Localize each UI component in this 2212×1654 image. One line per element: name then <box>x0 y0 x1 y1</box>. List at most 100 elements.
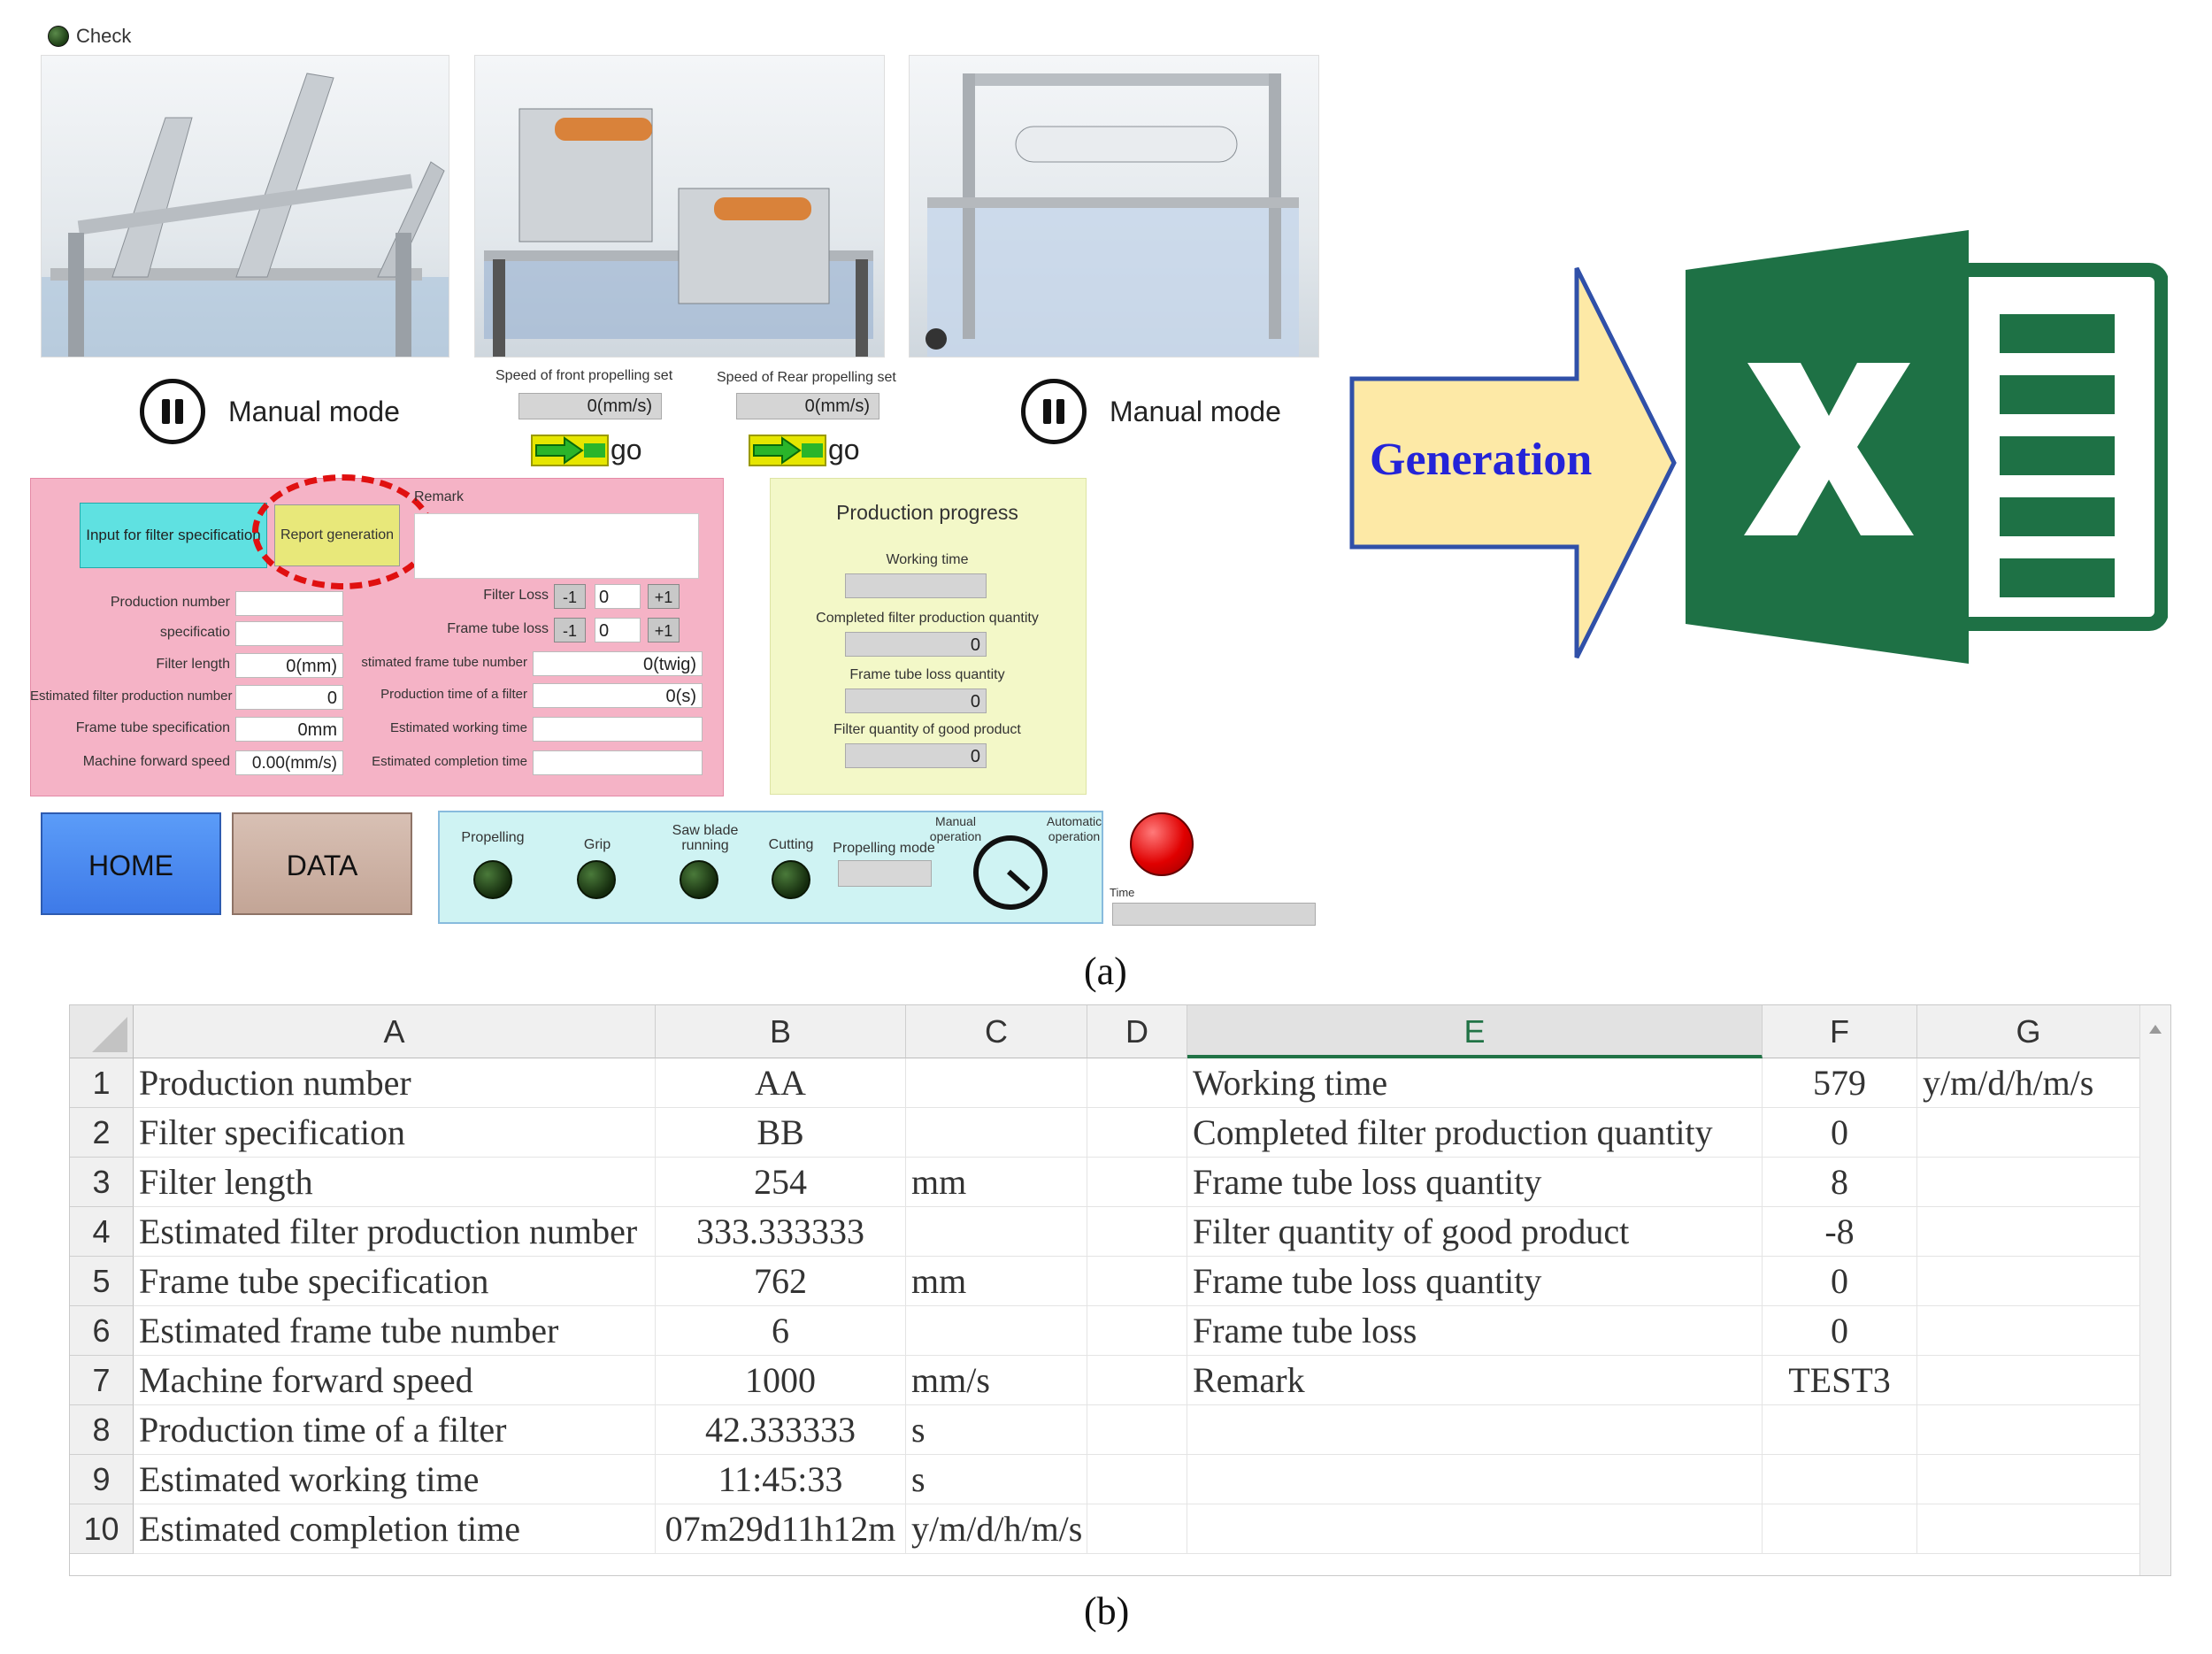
cell-c5[interactable]: mm <box>906 1257 1087 1306</box>
row-number[interactable]: 5 <box>70 1257 134 1306</box>
cell-e2[interactable]: Completed filter production quantity <box>1187 1108 1763 1158</box>
cell-g5[interactable] <box>1917 1257 2140 1306</box>
cell-g6[interactable] <box>1917 1306 2140 1356</box>
emergency-stop-icon[interactable] <box>1130 812 1194 876</box>
row-number[interactable]: 9 <box>70 1455 134 1504</box>
production-time-field[interactable]: 0(s) <box>533 683 703 708</box>
cell-f5[interactable]: 0 <box>1763 1257 1917 1306</box>
est-frame-tube-number-field[interactable]: 0(twig) <box>533 651 703 676</box>
remark-input[interactable] <box>414 513 699 579</box>
cell-f3[interactable]: 8 <box>1763 1158 1917 1207</box>
frame-tube-spec-field[interactable]: 0mm <box>235 717 343 742</box>
cell-f6[interactable]: 0 <box>1763 1306 1917 1356</box>
column-header-d[interactable]: D <box>1087 1005 1187 1058</box>
column-header-c[interactable]: C <box>906 1005 1087 1058</box>
cell-d7[interactable] <box>1087 1356 1187 1405</box>
cell-f8[interactable] <box>1763 1405 1917 1455</box>
cell-d10[interactable] <box>1087 1504 1187 1554</box>
cell-e4[interactable]: Filter quantity of good product <box>1187 1207 1763 1257</box>
cell-d2[interactable] <box>1087 1108 1187 1158</box>
cell-e6[interactable]: Frame tube loss <box>1187 1306 1763 1356</box>
row-number[interactable]: 3 <box>70 1158 134 1207</box>
pause-icon[interactable] <box>1021 379 1087 444</box>
cell-a1[interactable]: Production number <box>134 1058 656 1108</box>
cell-b9[interactable]: 11:45:33 <box>656 1455 906 1504</box>
cell-d1[interactable] <box>1087 1058 1187 1108</box>
row-number[interactable]: 1 <box>70 1058 134 1108</box>
cell-d6[interactable] <box>1087 1306 1187 1356</box>
cell-f7[interactable]: TEST3 <box>1763 1356 1917 1405</box>
cell-b7[interactable]: 1000 <box>656 1356 906 1405</box>
column-header-e[interactable]: E <box>1187 1005 1763 1058</box>
cell-b1[interactable]: AA <box>656 1058 906 1108</box>
machine-speed-field[interactable]: 0.00(mm/s) <box>235 750 343 775</box>
filter-loss-plus-button[interactable]: +1 <box>648 584 680 609</box>
mode-selector-dial-icon[interactable] <box>973 835 1048 910</box>
cell-f1[interactable]: 579 <box>1763 1058 1917 1108</box>
cell-a8[interactable]: Production time of a filter <box>134 1405 656 1455</box>
cell-c8[interactable]: s <box>906 1405 1087 1455</box>
production-number-field[interactable] <box>235 591 343 616</box>
row-number[interactable]: 7 <box>70 1356 134 1405</box>
cell-e1[interactable]: Working time <box>1187 1058 1763 1108</box>
cell-a3[interactable]: Filter length <box>134 1158 656 1207</box>
cell-d9[interactable] <box>1087 1455 1187 1504</box>
cell-c2[interactable] <box>906 1108 1087 1158</box>
specification-field[interactable] <box>235 621 343 646</box>
input-spec-button[interactable]: Input for filter specification <box>80 503 267 568</box>
cell-f9[interactable] <box>1763 1455 1917 1504</box>
select-all-corner[interactable] <box>70 1005 134 1058</box>
column-header-a[interactable]: A <box>134 1005 656 1058</box>
cell-f2[interactable]: 0 <box>1763 1108 1917 1158</box>
cell-g1[interactable]: y/m/d/h/m/s <box>1917 1058 2140 1108</box>
cell-g4[interactable] <box>1917 1207 2140 1257</box>
cell-a2[interactable]: Filter specification <box>134 1108 656 1158</box>
column-header-b[interactable]: B <box>656 1005 906 1058</box>
column-header-g[interactable]: G <box>1917 1005 2140 1058</box>
cell-c10[interactable]: y/m/d/h/m/s <box>906 1504 1087 1554</box>
cell-e5[interactable]: Frame tube loss quantity <box>1187 1257 1763 1306</box>
est-completion-time-field[interactable] <box>533 750 703 775</box>
vertical-scrollbar[interactable] <box>2139 1005 2170 1575</box>
row-number[interactable]: 6 <box>70 1306 134 1356</box>
cell-b6[interactable]: 6 <box>656 1306 906 1356</box>
cell-a7[interactable]: Machine forward speed <box>134 1356 656 1405</box>
row-number[interactable]: 4 <box>70 1207 134 1257</box>
cell-e8[interactable] <box>1187 1405 1763 1455</box>
rear-go-button[interactable]: go <box>749 434 860 466</box>
cell-c7[interactable]: mm/s <box>906 1356 1087 1405</box>
cell-c1[interactable] <box>906 1058 1087 1108</box>
cell-d5[interactable] <box>1087 1257 1187 1306</box>
cell-a6[interactable]: Estimated frame tube number <box>134 1306 656 1356</box>
cell-b2[interactable]: BB <box>656 1108 906 1158</box>
column-header-f[interactable]: F <box>1763 1005 1917 1058</box>
cell-c3[interactable]: mm <box>906 1158 1087 1207</box>
frame-tube-loss-plus-button[interactable]: +1 <box>648 618 680 642</box>
row-number[interactable]: 10 <box>70 1504 134 1554</box>
cell-d8[interactable] <box>1087 1405 1187 1455</box>
cell-c6[interactable] <box>906 1306 1087 1356</box>
cell-b5[interactable]: 762 <box>656 1257 906 1306</box>
pause-icon[interactable] <box>140 379 205 444</box>
cell-a10[interactable]: Estimated completion time <box>134 1504 656 1554</box>
cell-g10[interactable] <box>1917 1504 2140 1554</box>
cell-g8[interactable] <box>1917 1405 2140 1455</box>
cell-g7[interactable] <box>1917 1356 2140 1405</box>
cell-b4[interactable]: 333.333333 <box>656 1207 906 1257</box>
front-speed-field[interactable]: 0(mm/s) <box>518 393 662 419</box>
cell-a4[interactable]: Estimated filter production number <box>134 1207 656 1257</box>
cell-e10[interactable] <box>1187 1504 1763 1554</box>
home-button[interactable]: HOME <box>41 812 221 915</box>
cell-f4[interactable]: -8 <box>1763 1207 1917 1257</box>
row-number[interactable]: 2 <box>70 1108 134 1158</box>
row-number[interactable]: 8 <box>70 1405 134 1455</box>
cell-e3[interactable]: Frame tube loss quantity <box>1187 1158 1763 1207</box>
cell-b10[interactable]: 07m29d11h12m <box>656 1504 906 1554</box>
cell-a5[interactable]: Frame tube specification <box>134 1257 656 1306</box>
cell-d3[interactable] <box>1087 1158 1187 1207</box>
filter-length-field[interactable]: 0(mm) <box>235 653 343 678</box>
est-filter-number-field[interactable]: 0 <box>235 685 343 710</box>
cell-b3[interactable]: 254 <box>656 1158 906 1207</box>
data-button[interactable]: DATA <box>232 812 412 915</box>
cell-e7[interactable]: Remark <box>1187 1356 1763 1405</box>
